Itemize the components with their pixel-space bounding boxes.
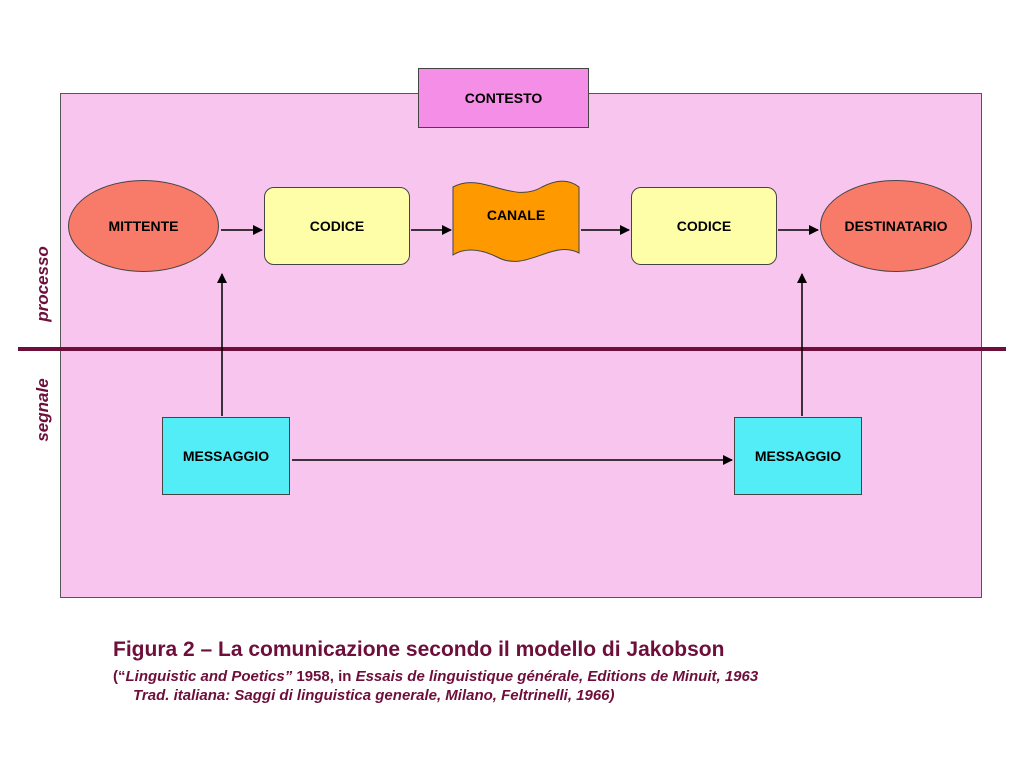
caption-translation: Trad. italiana: Saggi di linguistica gen… [133,687,615,704]
codice-left-node: CODICE [264,187,410,265]
codice-right-label: CODICE [676,218,732,234]
canale-node: CANALE [452,179,580,265]
messaggio-left-label: MESSAGGIO [182,448,270,464]
canale-label-wrap: CANALE [452,179,580,265]
codice-left-label: CODICE [309,218,365,234]
diagram-panel [60,93,982,598]
caption-source-line: (“Linguistic and Poetics” 1958, in Essai… [113,668,1013,685]
canale-shape [452,180,580,262]
messaggio-right-label: MESSAGGIO [754,448,842,464]
destinatario-node: DESTINATARIO [820,180,972,272]
contesto-box: CONTESTO [418,68,589,128]
caption-title: Figura 2 – La comunicazione secondo il m… [113,638,725,661]
caption-year: 1958, in [292,668,356,685]
caption-work-title: Linguistic and Poetics” [125,668,293,685]
caption-source: Essais de linguistique générale, Edition… [355,668,759,685]
mittente-label: MITTENTE [108,218,179,234]
processo-side-label: processo [33,246,52,322]
destinatario-label: DESTINATARIO [844,218,948,234]
contesto-label: CONTESTO [464,90,543,106]
caption-open-quote: (“ [113,668,126,685]
mittente-node: MITTENTE [68,180,219,272]
codice-right-node: CODICE [631,187,777,265]
messaggio-right-node: MESSAGGIO [734,417,862,495]
segnale-side-label: segnale [33,378,52,442]
canale-label: CANALE [486,207,546,223]
figure-caption: Figura 2 – La comunicazione secondo il m… [113,638,1013,704]
messaggio-left-node: MESSAGGIO [162,417,290,495]
